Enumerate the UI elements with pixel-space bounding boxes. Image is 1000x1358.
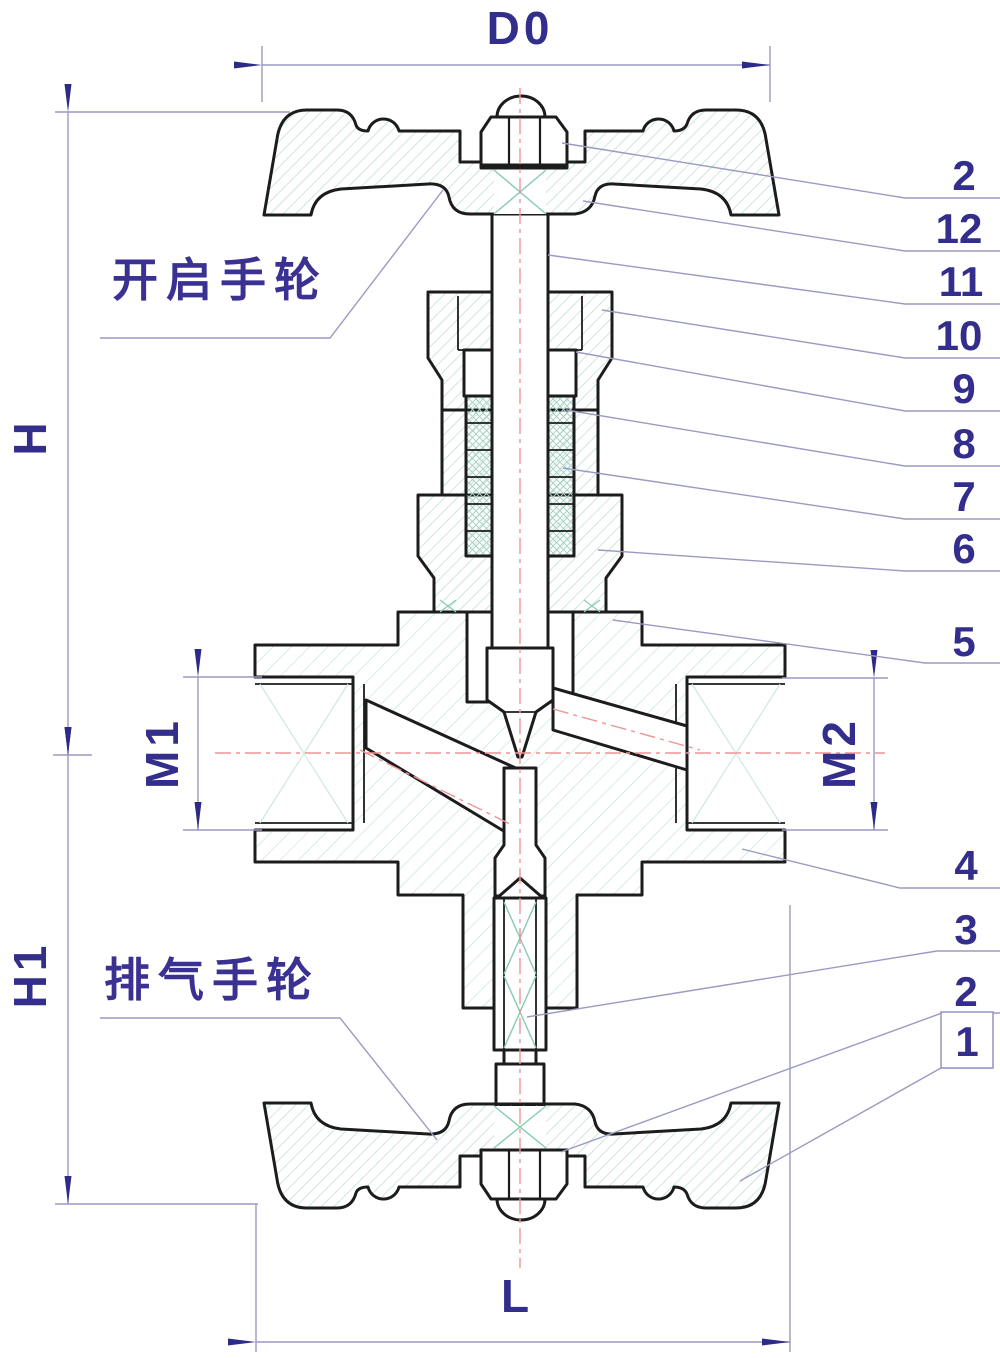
callout-8: 8 bbox=[952, 420, 975, 467]
callout-11: 11 bbox=[939, 258, 983, 305]
bonnet-joint-thread-marks bbox=[439, 599, 601, 613]
dimension-lines bbox=[64, 61, 878, 1346]
open-handwheel-leader bbox=[100, 189, 444, 339]
handwheel-nut bbox=[479, 115, 569, 167]
lower-hub-thread-marks bbox=[493, 1105, 547, 1149]
callout-2-bottom: 2 bbox=[954, 968, 977, 1015]
callout-3: 3 bbox=[954, 906, 977, 953]
callout-7: 7 bbox=[952, 473, 975, 520]
dim-label-m2: M2 bbox=[813, 717, 865, 789]
lower-dome-cap bbox=[495, 1197, 547, 1222]
callout-1-box bbox=[940, 1011, 994, 1069]
lower-handwheel bbox=[262, 1101, 781, 1222]
dim-label-h1: H1 bbox=[4, 942, 56, 1009]
dimension-annotations: D0 H H1 M1 M2 L bbox=[4, 2, 888, 1352]
callout-6: 6 bbox=[952, 525, 975, 572]
callout-5: 5 bbox=[952, 618, 975, 665]
callout-leader-lines bbox=[526, 142, 1000, 1182]
exhaust-handwheel-label: 排气手轮 bbox=[104, 954, 320, 1006]
dim-label-d0: D0 bbox=[487, 2, 554, 54]
part-callouts: 2 12 11 10 9 8 7 6 5 4 3 2 1 bbox=[526, 142, 1000, 1182]
lower-handwheel-nut bbox=[479, 1148, 569, 1201]
packing-stack bbox=[464, 394, 576, 558]
extension-lines bbox=[53, 46, 888, 1352]
callout-9: 9 bbox=[952, 365, 975, 412]
gland-left bbox=[462, 348, 494, 398]
callout-4: 4 bbox=[954, 842, 978, 889]
callout-1: 1 bbox=[955, 1018, 978, 1065]
right-flow-passage bbox=[551, 686, 689, 772]
callout-10: 10 bbox=[936, 312, 983, 359]
gland-right bbox=[546, 348, 578, 398]
right-passage-centerline bbox=[552, 708, 701, 751]
exhaust-handwheel-leader bbox=[100, 1017, 438, 1141]
dim-label-m1: M1 bbox=[136, 717, 188, 789]
dim-label-l: L bbox=[501, 1270, 533, 1322]
callout-2-top: 2 bbox=[952, 152, 975, 199]
stem-dome-cap bbox=[495, 94, 547, 119]
port-thread-lines bbox=[255, 683, 785, 824]
left-passage-centerline bbox=[359, 749, 513, 826]
top-handwheel bbox=[262, 94, 781, 217]
valve-artwork bbox=[253, 94, 787, 1222]
centerlines bbox=[215, 88, 885, 1268]
callout-12: 12 bbox=[936, 205, 983, 252]
dim-label-h: H bbox=[4, 418, 56, 455]
chinese-labels: 开启手轮 排气手轮 bbox=[100, 189, 444, 1141]
port-thread-lattice bbox=[259, 683, 781, 824]
open-handwheel-label: 开启手轮 bbox=[112, 254, 328, 306]
